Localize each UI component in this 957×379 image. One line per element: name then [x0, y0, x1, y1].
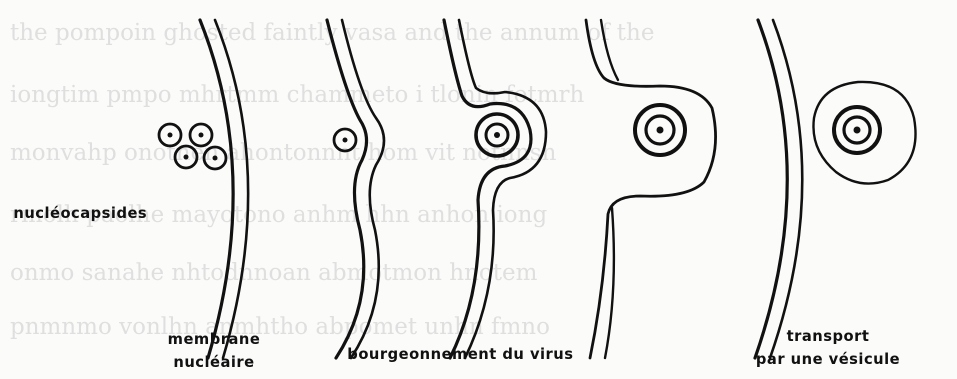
transport-vesicle [813, 82, 915, 184]
svg-text:pnmnmo vonlhn anmhtho abpomet: pnmnmo vonlhn anmhtho abpomet unhn fmno [10, 314, 550, 340]
label-transport: transport par une vésicule [740, 327, 916, 368]
label-membrane-line2: nucléaire [151, 353, 276, 371]
stage-3-membrane [444, 20, 546, 358]
bleed-through-text: the pompoin ghosted faintly vasa and the… [10, 20, 654, 340]
stage-1-membrane [200, 20, 248, 358]
label-transport-line1: transport [740, 327, 916, 345]
label-transport-line2: par une vésicule [740, 350, 916, 368]
svg-text:monvahp onotnen ahontonnnt hom: monvahp onotnen ahontonnnt hom vit notnn… [10, 140, 557, 166]
label-membrane-nucleaire: membrane nucléaire [151, 330, 276, 371]
svg-text:onmo sanahe nhtodnnoan abmotmo: onmo sanahe nhtodnnoan abmotmon hnotem [10, 260, 538, 286]
label-nucleocapsides: nucléocapsides [13, 204, 147, 222]
stage-2-membrane [327, 20, 384, 358]
stage-5-membrane [755, 20, 802, 358]
label-membrane-line1: membrane [151, 330, 276, 348]
stage-4-membrane [586, 20, 716, 358]
label-bourgeonnement: bourgeonnement du virus [347, 345, 573, 363]
